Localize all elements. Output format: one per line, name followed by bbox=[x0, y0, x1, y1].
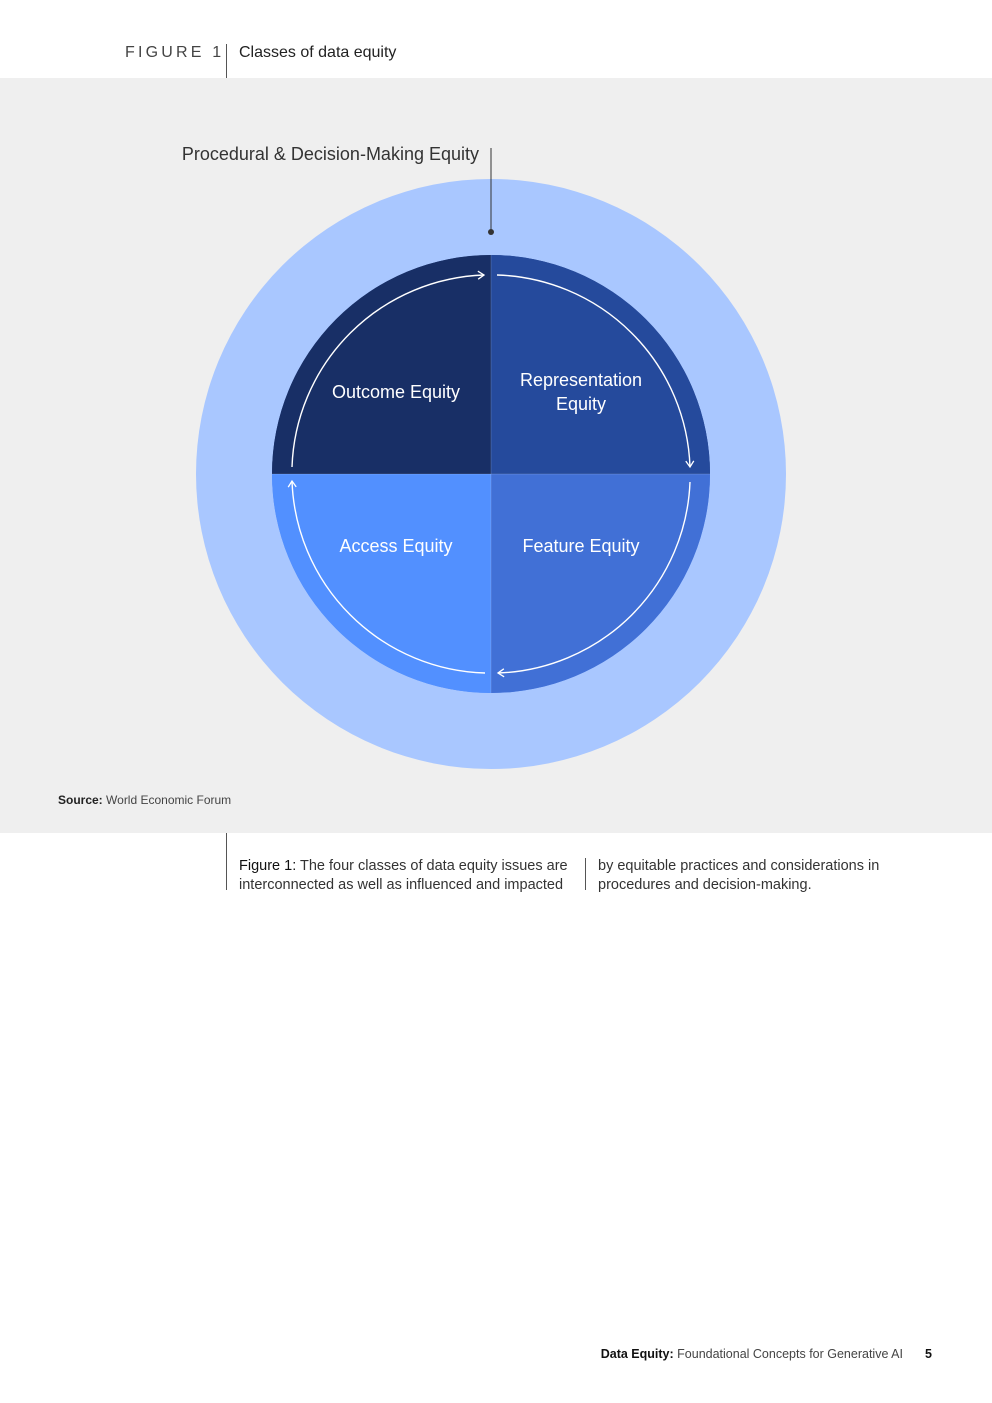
footer-doc-title: Data Equity: Foundational Concepts for G… bbox=[601, 1347, 903, 1361]
footer-doc-title-rest: Foundational Concepts for Generative AI bbox=[677, 1347, 903, 1361]
caption-divider-middle bbox=[585, 858, 586, 890]
header-divider bbox=[226, 44, 227, 78]
caption-text-1: The four classes of data equity issues a… bbox=[239, 858, 568, 893]
figure-caption: Figure 1: The four classes of data equit… bbox=[0, 833, 992, 903]
figure-number: FIGURE 1 bbox=[125, 44, 225, 61]
figure-header: FIGURE 1 Classes of data equity bbox=[0, 0, 992, 78]
source-label: Source: bbox=[58, 793, 103, 807]
caption-divider-left bbox=[226, 833, 227, 890]
label-representation-line2: Equity bbox=[556, 394, 606, 414]
quadrant-access bbox=[272, 474, 491, 693]
caption-lead: Figure 1: bbox=[239, 858, 297, 874]
cycle-arrow-bottom-right bbox=[496, 481, 691, 678]
cycle-arrow-bottom-left bbox=[287, 479, 486, 674]
caption-column-1: Figure 1: The four classes of data equit… bbox=[239, 857, 579, 895]
caption-text-2: by equitable practices and consideration… bbox=[598, 858, 880, 893]
label-access-equity: Access Equity bbox=[339, 536, 452, 556]
label-feature-equity: Feature Equity bbox=[522, 536, 639, 556]
label-representation-line1: Representation bbox=[520, 370, 642, 390]
figure-panel: Procedural & Decision-Making Equity Outc… bbox=[0, 78, 992, 833]
label-outcome-equity: Outcome Equity bbox=[332, 382, 460, 402]
source-text: World Economic Forum bbox=[106, 793, 232, 807]
quadrant-feature bbox=[491, 474, 710, 693]
source-line: Source: World Economic Forum bbox=[58, 793, 231, 807]
page-number: 5 bbox=[925, 1347, 932, 1361]
quadrant-representation bbox=[491, 255, 710, 474]
quadrant-outcome bbox=[272, 255, 491, 474]
outer-ring-label: Procedural & Decision-Making Equity bbox=[182, 144, 479, 164]
cycle-arrow-top-right bbox=[496, 274, 695, 469]
cycle-arrow-top-left bbox=[291, 270, 486, 468]
outer-label-leader-dot bbox=[488, 229, 494, 235]
figure-title: Classes of data equity bbox=[239, 44, 397, 61]
caption-column-2: by equitable practices and consideration… bbox=[598, 857, 928, 895]
footer-doc-title-bold: Data Equity: bbox=[600, 1347, 674, 1361]
equity-diagram: Procedural & Decision-Making Equity Outc… bbox=[182, 144, 786, 769]
